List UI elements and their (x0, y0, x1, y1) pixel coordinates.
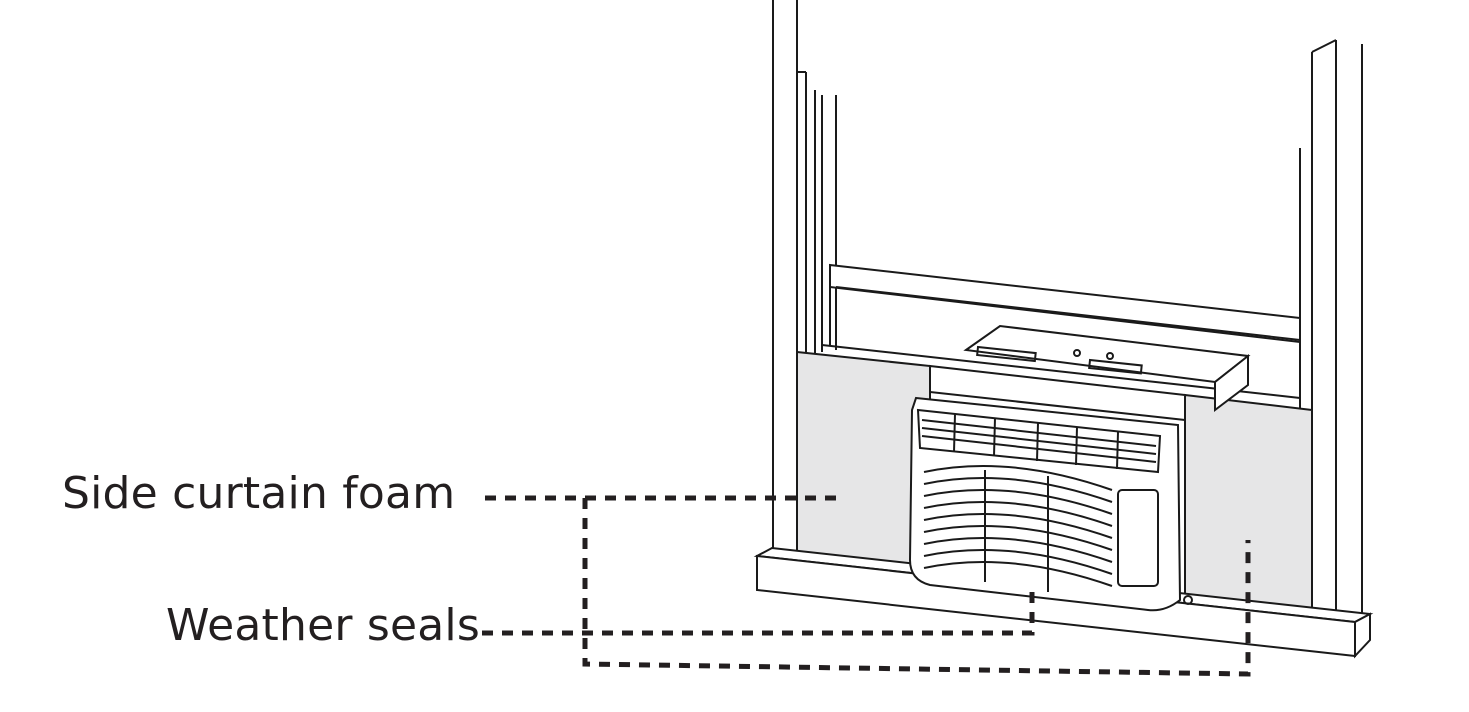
leader-weather-seals (482, 588, 1035, 636)
leader-foam-to-right-panel (582, 498, 1251, 677)
leader-lines (482, 495, 1251, 677)
ac-front-unit (908, 364, 1193, 612)
weather-seals-label: Weather seals (166, 600, 480, 651)
ac-grille (923, 465, 1113, 592)
ac-rear-housing (963, 324, 1251, 413)
side-curtain-foam-label: Side curtain foam (62, 468, 456, 519)
